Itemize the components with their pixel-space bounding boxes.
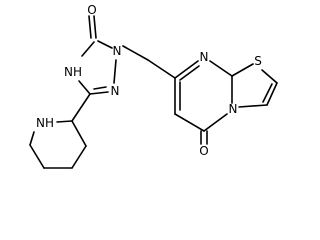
atom-n1-triazolone: N: [113, 44, 122, 58]
atom-s-thiazole: S: [254, 54, 262, 68]
bond-s-c2: [261, 69, 278, 84]
bond-c-o-2: [88, 15, 92, 39]
bond-pip-2: [71, 145, 87, 169]
bond-c2-c3-a: [266, 82, 278, 106]
atom-nh-triazolone: NH: [64, 65, 82, 79]
atom-labels: O NH N N N S N O NH: [36, 3, 262, 158]
atom-o-triazolone: O: [87, 3, 96, 17]
bond-c-n1: [97, 40, 113, 49]
bond-nh-c5: [78, 80, 91, 95]
bond-pip-1: [71, 120, 87, 147]
bond-c2-c3-b: [262, 83, 273, 103]
bond-n4-c5: [203, 113, 228, 132]
bond-c7-n8-b: [179, 65, 200, 81]
bond-ch2-c: [147, 59, 176, 79]
bond-pip-6: [56, 120, 73, 123]
bond-n8-c8a: [209, 60, 233, 77]
atom-n-pyrimidine: N: [200, 50, 209, 64]
bond-n2-c5-b: [93, 86, 107, 90]
bonds: [29, 15, 278, 169]
bond-pip-4: [29, 144, 45, 169]
atom-n-bridge: N: [229, 102, 238, 116]
atom-o-pyrimidinone: O: [199, 144, 208, 158]
bond-c5-c6: [174, 113, 205, 132]
bond-c5-pip: [71, 93, 91, 122]
atom-nh-piperidine: NH: [36, 116, 54, 130]
bond-n1-n2: [113, 59, 117, 84]
bond-c8a-s: [231, 63, 254, 77]
bond-pip-5: [29, 131, 35, 146]
bond-n1-ch2: [122, 45, 149, 61]
bond-n2-c5-a: [89, 91, 109, 95]
bond-c7-n8-a: [174, 60, 199, 79]
bond-c3-n4: [238, 104, 268, 108]
molecule-diagram: O NH N N N S N O NH: [29, 3, 278, 169]
bond-c-nh: [81, 41, 95, 57]
atom-n2-triazolone: N: [111, 84, 120, 98]
bond-c-o-1: [93, 15, 97, 39]
